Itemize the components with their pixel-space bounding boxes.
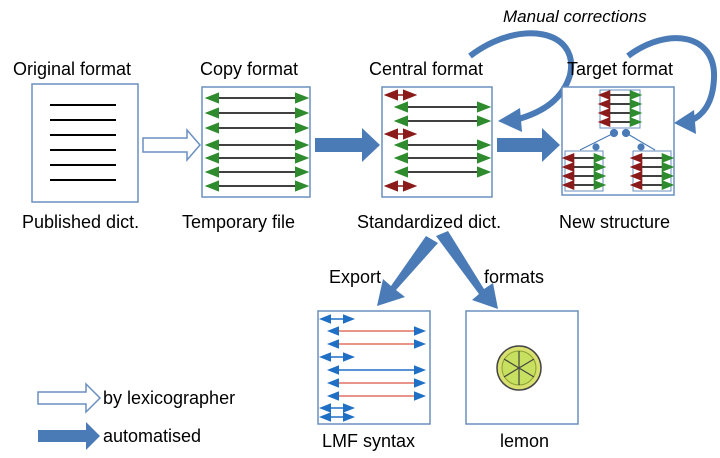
lmf-syntax-caption: LMF syntax: [322, 431, 416, 451]
legend-solid-arrow-icon: [38, 422, 100, 450]
auto-arrow-central-to-target: [497, 128, 560, 162]
target-root-node: [597, 89, 643, 128]
target-left-node: [561, 152, 607, 191]
lemon-caption: lemon: [500, 431, 550, 451]
target-tree-links: [579, 128, 656, 151]
lemon-icon: [496, 345, 542, 391]
original-format-box: [31, 83, 139, 203]
export-label: Export: [329, 267, 382, 287]
target-format-header: Target format: [567, 59, 674, 79]
target-right-node: [629, 152, 675, 191]
new-structure-caption: New structure: [559, 212, 671, 232]
auto-arrow-copy-to-central: [315, 128, 380, 162]
central-format-header: Central format: [369, 59, 484, 79]
formats-label: formats: [484, 267, 545, 287]
export-arrow-to-lemon: [436, 231, 498, 309]
copy-format-header: Copy format: [200, 59, 299, 79]
temporary-file-caption: Temporary file: [182, 212, 296, 232]
export-arrow-to-lmf: [377, 236, 438, 306]
legend-auto-label: automatised: [103, 426, 202, 446]
manual-corrections-label: Manual corrections: [503, 7, 647, 26]
manual-correction-arrow-central: [468, 30, 575, 132]
legend-hollow-arrow-icon: [37, 382, 102, 414]
central-format-box: [381, 86, 493, 198]
standardized-dict-caption: Standardized dict.: [357, 212, 502, 232]
manual-arrow-original-to-copy: [142, 127, 201, 163]
central-format-rows: [383, 89, 492, 192]
copy-format-box: [201, 86, 311, 198]
target-format-box: [561, 86, 675, 196]
published-dict-caption: Published dict.: [22, 212, 140, 232]
legend-manual-label: by lexicographer: [103, 388, 236, 408]
lemon-box: [465, 310, 579, 425]
original-format-header: Original format: [13, 59, 132, 79]
lmf-rows: [319, 314, 426, 422]
lmf-syntax-box: [317, 310, 431, 425]
copy-format-rows: [204, 92, 310, 192]
manual-correction-arrow-target: [626, 35, 718, 134]
